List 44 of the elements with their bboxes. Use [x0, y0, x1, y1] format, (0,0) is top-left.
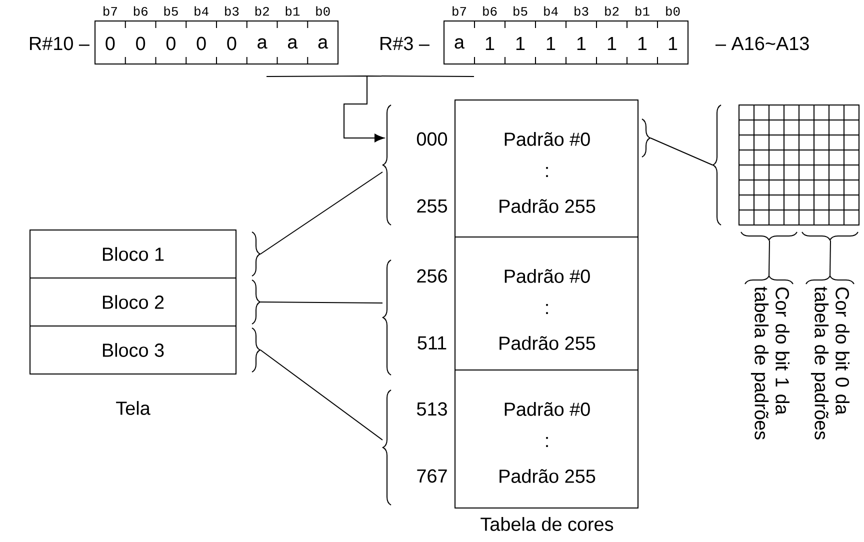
- address-label: 000: [416, 132, 448, 146]
- pattern-grid: [738, 104, 860, 226]
- screen-block: Bloco 1: [30, 230, 236, 278]
- bit-label: b1: [286, 6, 300, 16]
- bit-label: b3: [574, 6, 588, 16]
- bit-label: b2: [255, 6, 269, 16]
- color-note: Cor do bit 0 da tabela de padrões: [810, 286, 850, 440]
- bit-label: b6: [483, 6, 497, 16]
- bit-label: b1: [636, 6, 650, 16]
- bit-label: b0: [316, 6, 330, 16]
- table-segment: Padrão #0 : Padrão 255: [454, 370, 638, 508]
- bit-label: b4: [544, 6, 558, 16]
- connector-line: [260, 172, 383, 254]
- table-segment: Padrão #0 : Padrão 255: [454, 236, 638, 370]
- bit-label: b4: [194, 6, 208, 16]
- bit-label: b3: [225, 6, 239, 16]
- register-box: 0 0 0 0 0 a a a: [94, 20, 338, 64]
- address-label: 256: [417, 269, 447, 283]
- connector-line: [260, 350, 383, 440]
- bit-label: b0: [666, 6, 680, 16]
- screen-block: Bloco 3: [30, 326, 236, 374]
- bit-label: b7: [452, 6, 466, 16]
- address-label: 255: [417, 199, 447, 213]
- bit-label: b5: [164, 6, 178, 16]
- connector-line: [830, 240, 831, 276]
- connector-line: [260, 302, 383, 304]
- address-label: 511: [418, 336, 446, 350]
- address-label: – A16~A13: [716, 36, 809, 50]
- color-note: Cor do bit 1 da tabela de padrões: [750, 286, 790, 440]
- bit-label: b6: [134, 6, 148, 16]
- address-label: 767: [417, 469, 447, 483]
- arrow: [344, 76, 474, 142]
- connector-line: [650, 138, 713, 166]
- address-label: 513: [416, 402, 447, 416]
- screen-block: Bloco 2: [30, 278, 236, 326]
- caption: Tela: [116, 401, 150, 415]
- register-box: a 1 1 1 1 1 1 1: [444, 20, 688, 64]
- bit-label: b7: [104, 6, 117, 16]
- bit-label: b5: [514, 6, 528, 16]
- connector-line: [768, 240, 770, 276]
- table-segment: Padrão #0 : Padrão 255: [454, 100, 638, 238]
- register-name: R#10 –: [30, 36, 90, 50]
- register-name: R#3 –: [380, 36, 430, 50]
- bit-label: b2: [605, 6, 619, 16]
